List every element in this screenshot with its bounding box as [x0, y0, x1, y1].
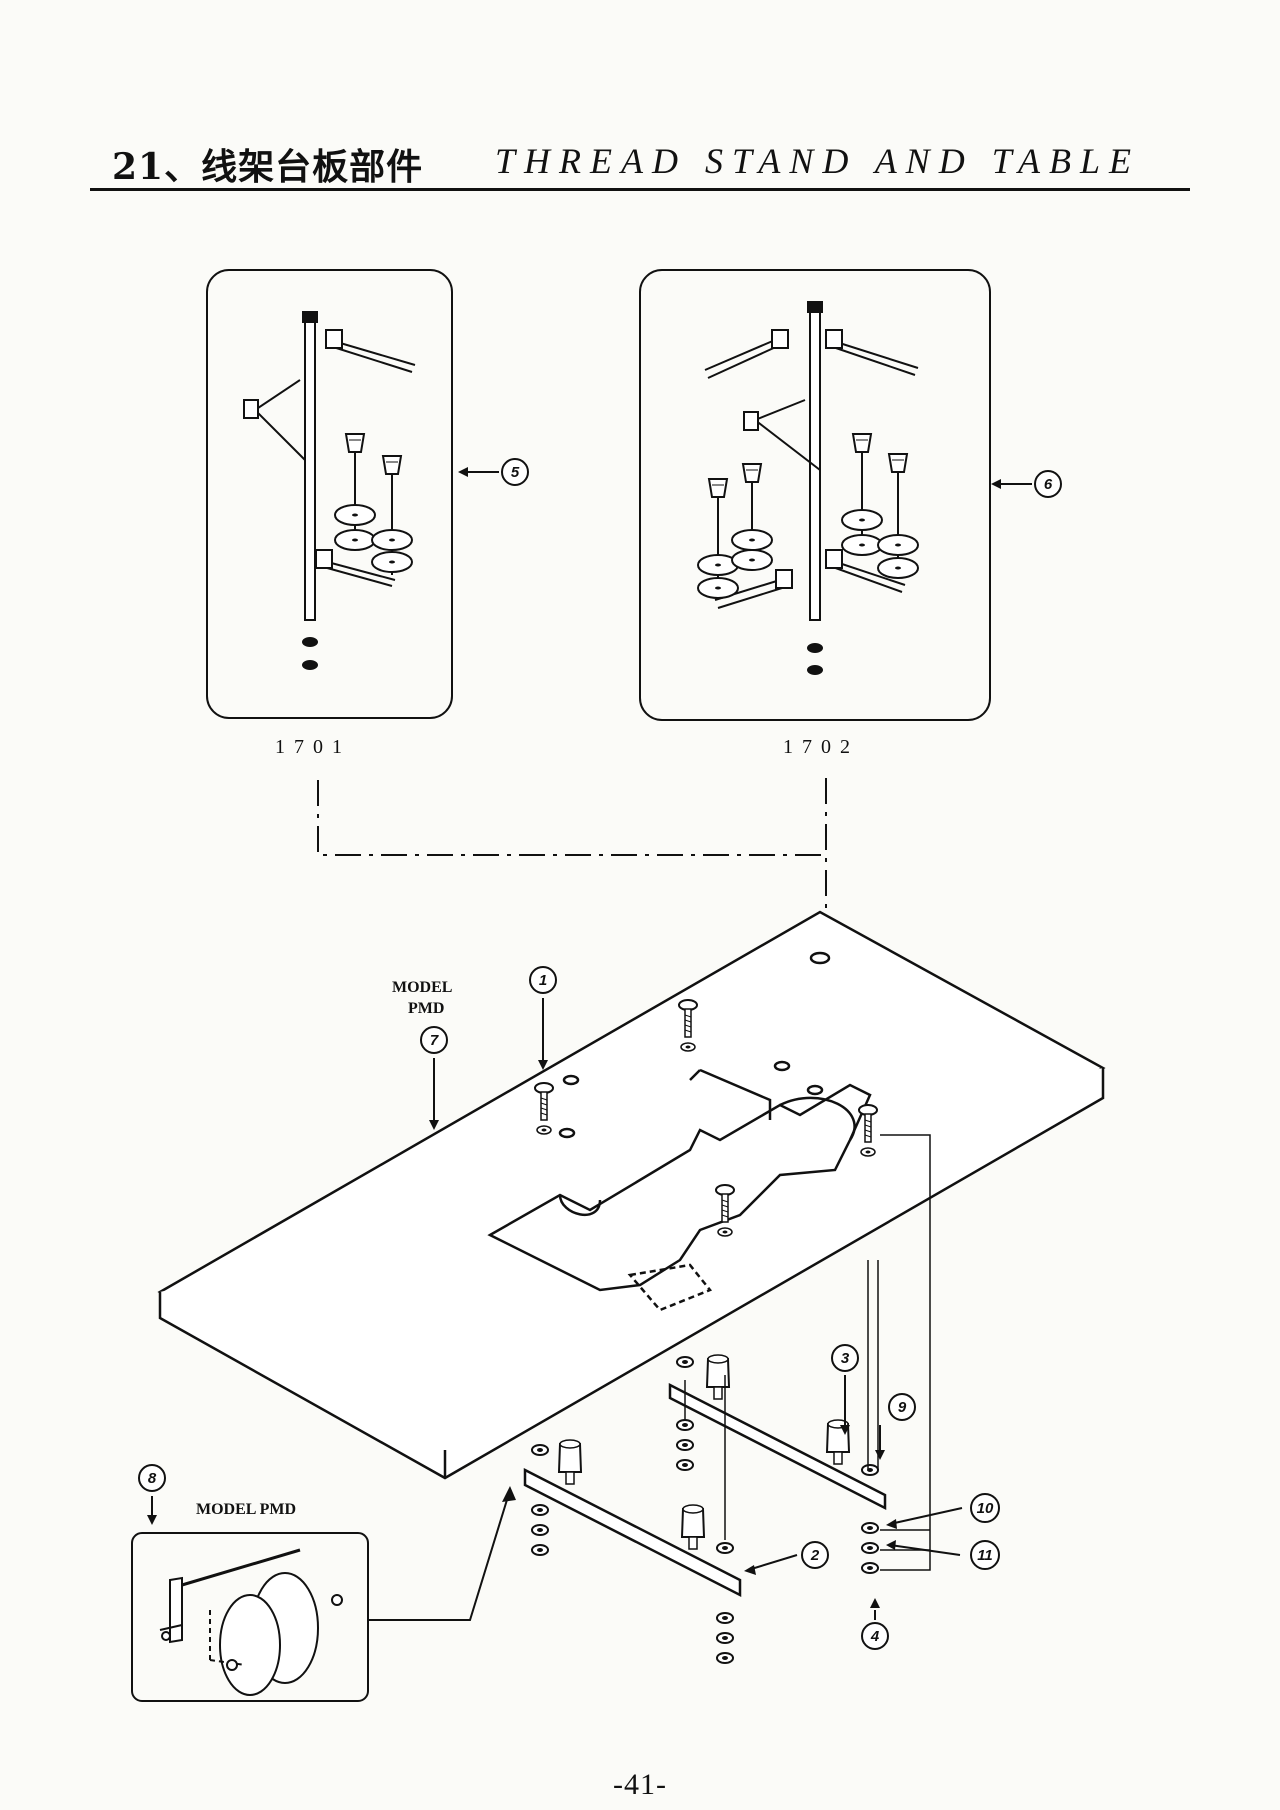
page-title-english: THREAD STAND AND TABLE: [495, 141, 1141, 181]
callout-4: 4: [861, 1622, 889, 1650]
svg-text:10: 10: [977, 1500, 994, 1517]
table-top: [157, 910, 1106, 1480]
callout-6: 6: [1034, 470, 1062, 498]
callout-3: 3: [831, 1344, 859, 1372]
callout-arrowheads: [147, 467, 1001, 1608]
inset-leader-arrow: [368, 1489, 511, 1621]
table-model-label-line2: PMD: [408, 1000, 444, 1017]
svg-text:3: 3: [841, 1350, 850, 1367]
callout-11: 11: [970, 1540, 1000, 1570]
model-pmd-inset: MODEL PMD: [131, 1501, 369, 1702]
arrow-head: [502, 1486, 516, 1502]
svg-text:5: 5: [511, 464, 520, 481]
svg-text:7: 7: [430, 1032, 439, 1049]
table-model-label-line1: MODEL: [392, 979, 452, 996]
page-number: -41-: [613, 1768, 667, 1801]
title-underline: [90, 188, 1190, 191]
svg-text:9: 9: [898, 1399, 907, 1416]
callout-10: 10: [970, 1493, 1000, 1523]
page-title-chinese: 21、线架台板部件: [112, 146, 424, 188]
page-header: 21、线架台板部件 THREAD STAND AND TABLE: [90, 128, 1190, 191]
svg-text:8: 8: [148, 1470, 157, 1487]
svg-text:6: 6: [1044, 476, 1053, 493]
thread-stand-1702-panel: 1702: [639, 269, 991, 758]
dash-dot-leader-lines: [317, 778, 827, 955]
callout-5: 5: [501, 458, 529, 486]
callout-8: 8: [138, 1464, 166, 1492]
callout-9: 9: [888, 1393, 916, 1421]
callout-circles: 1 2 3 4 5 6 7 8 9 10 11: [138, 458, 1062, 1650]
thread-stand-1701-panel: 1701: [206, 269, 453, 758]
callout-2: 2: [801, 1541, 829, 1569]
callout-1: 1: [529, 966, 557, 994]
svg-text:1: 1: [539, 972, 547, 989]
variant-label-1701: 1701: [275, 736, 351, 758]
table-brackets: [523, 1382, 887, 1598]
callout-leaders: [151, 471, 1032, 1620]
svg-text:4: 4: [870, 1628, 880, 1645]
inset-model-label: MODEL PMD: [196, 1501, 296, 1518]
svg-text:11: 11: [977, 1547, 993, 1564]
variant-label-1702: 1702: [783, 736, 859, 758]
vertical-guide-lines: [684, 1134, 931, 1571]
callout-7: 7: [420, 1026, 448, 1054]
svg-text:2: 2: [810, 1547, 820, 1564]
